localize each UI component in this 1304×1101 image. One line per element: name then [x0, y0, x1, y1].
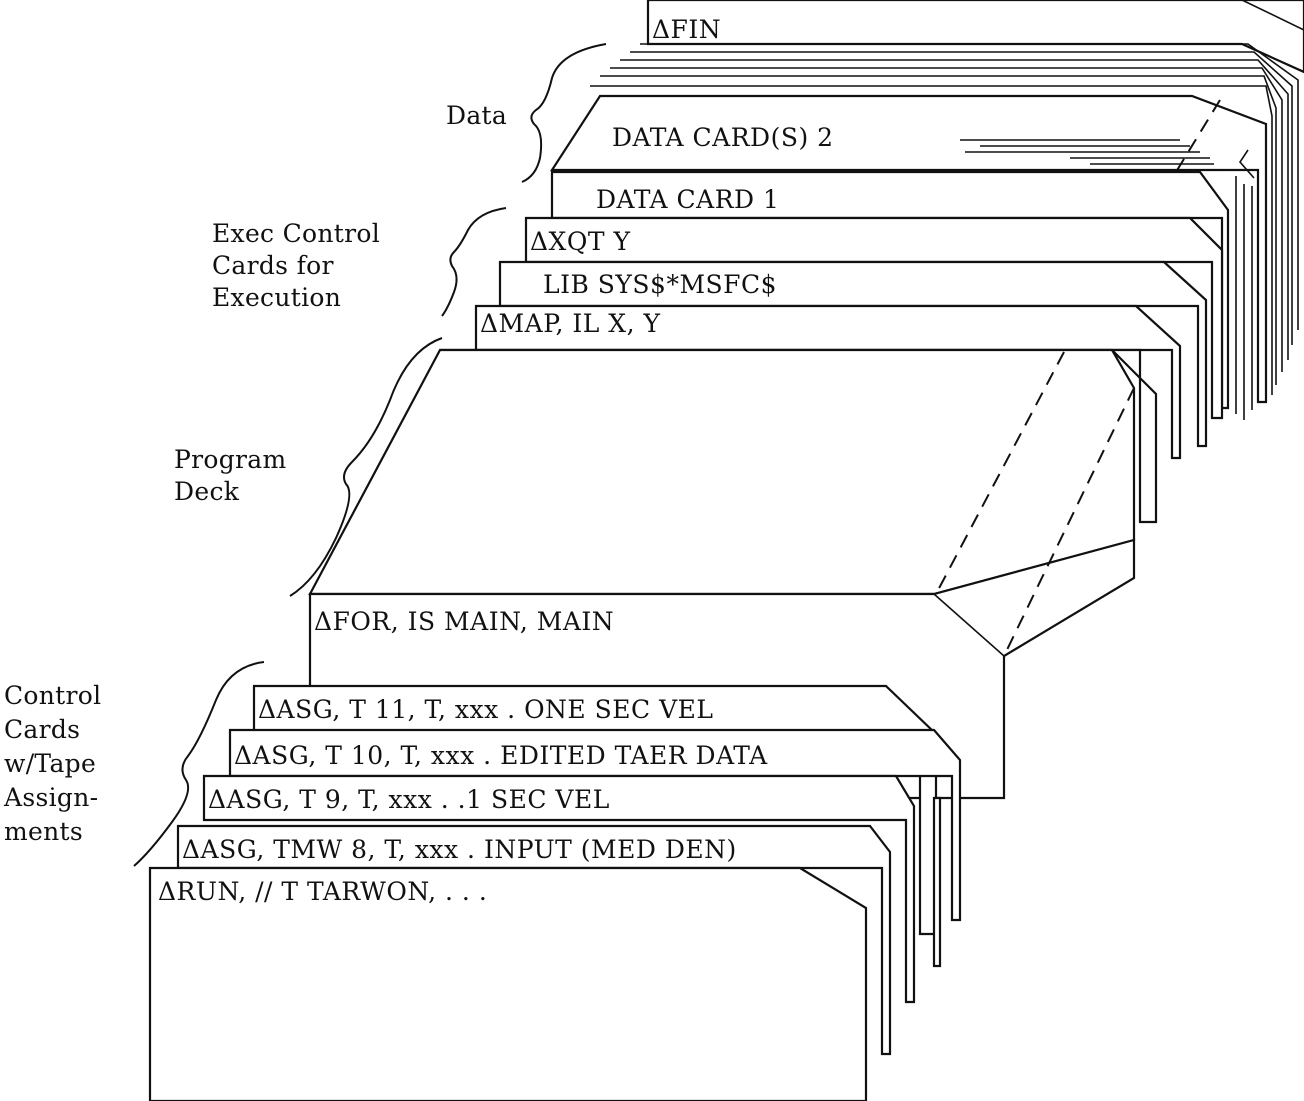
program-deck-group-label: Program Deck: [174, 445, 287, 506]
svg-text:Exec Control: Exec Control: [212, 219, 380, 248]
run-card: ΔRUN, // T TARWON, . . .: [150, 868, 866, 1101]
svg-text:ments: ments: [4, 817, 83, 846]
svg-text:Cards: Cards: [4, 715, 80, 744]
asg-10-card-label: ΔASG, T 10, T, xxx . EDITED TAER DATA: [234, 741, 768, 770]
data-card-1-label: DATA CARD 1: [596, 185, 779, 214]
exec-control-brace: [442, 208, 506, 316]
svg-text:Assign-: Assign-: [3, 783, 98, 812]
run-card-label: ΔRUN, // T TARWON, . . .: [158, 877, 487, 906]
control-cards-group-label: Control Cards w/Tape Assign- ments: [3, 681, 101, 846]
svg-text:Execution: Execution: [212, 283, 341, 312]
data-card-2-label: DATA CARD(S) 2: [612, 123, 834, 152]
exec-control-group-label: Exec Control Cards for Execution: [212, 219, 380, 312]
asg-9-card-label: ΔASG, T 9, T, xxx . .1 SEC VEL: [208, 785, 610, 814]
svg-text:w/Tape: w/Tape: [4, 749, 96, 778]
fin-card: ΔFIN: [648, 0, 1304, 72]
svg-text:Control: Control: [4, 681, 101, 710]
fin-card-label: ΔFIN: [652, 15, 721, 44]
map-card-label: ΔMAP, IL X, Y: [480, 309, 660, 338]
data-group-label: Data: [446, 101, 507, 130]
svg-text:Program: Program: [174, 445, 287, 474]
svg-text:Cards for: Cards for: [212, 251, 334, 280]
asg-11-card-label: ΔASG, T 11, T, xxx . ONE SEC VEL: [258, 695, 714, 724]
svg-text:Deck: Deck: [174, 477, 240, 506]
asg-8-card-label: ΔASG, TMW 8, T, xxx . INPUT (MED DEN): [182, 835, 737, 864]
for-card-label: ΔFOR, IS MAIN, MAIN: [314, 607, 614, 636]
lib-card-label: LIB SYS$*MSFC$: [543, 270, 777, 299]
xqt-card-label: ΔXQT Y: [530, 227, 630, 256]
